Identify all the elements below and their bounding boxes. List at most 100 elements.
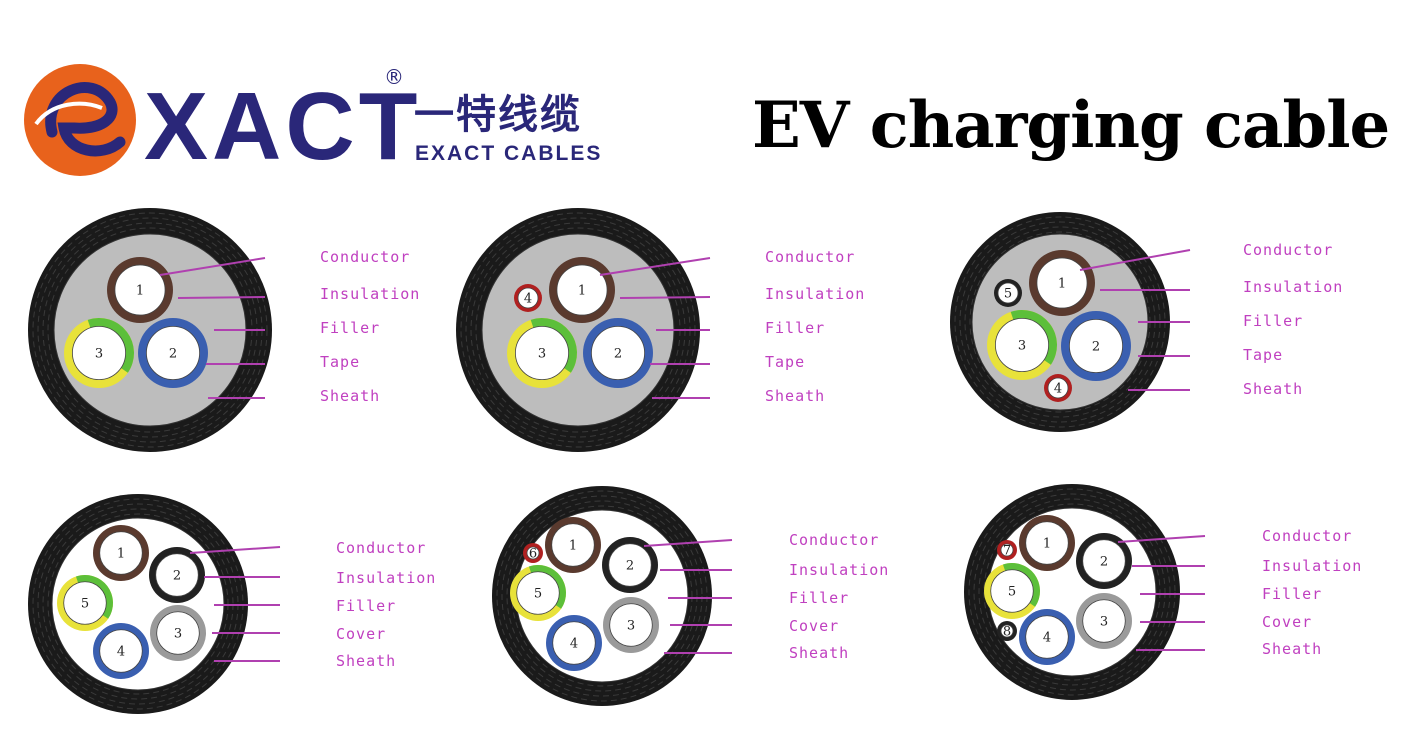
core-insulation [994, 279, 1022, 307]
core-conductor [997, 282, 1019, 304]
core: 7 [997, 540, 1017, 560]
core-insulation [93, 623, 149, 679]
layer-label: Conductor [1243, 241, 1333, 259]
core-conductor [609, 603, 653, 647]
core: 4 [93, 623, 149, 679]
core: 3 [150, 605, 206, 661]
core: 3 [1076, 593, 1132, 649]
core-number: 2 [626, 559, 634, 574]
core-number: 5 [534, 587, 542, 602]
core-insulation [514, 284, 542, 312]
core: 5 [510, 565, 566, 621]
sheath-texture [954, 216, 1166, 428]
core-conductor [99, 629, 143, 673]
sheath-texture [959, 221, 1161, 423]
core-number: 1 [578, 284, 586, 299]
core-number: 2 [614, 347, 622, 362]
core-number: 8 [1003, 625, 1011, 640]
core-insulation [57, 575, 113, 631]
core-insulation [546, 615, 602, 671]
sheath-texture [501, 495, 703, 697]
layer-label: Sheath [1262, 640, 1322, 658]
core-insulation [1061, 311, 1131, 381]
sheath-ring [950, 212, 1170, 432]
core-conductor [1082, 599, 1126, 643]
cable-diagram: 1234578ConductorInsulationFillerCoverShe… [964, 484, 1361, 700]
layer-label: Tape [320, 353, 360, 371]
core-insulation [549, 257, 615, 323]
core: 2 [602, 537, 658, 593]
filler-area [971, 233, 1149, 411]
core: 2 [1076, 533, 1132, 589]
layer-label: Cover [336, 625, 386, 643]
core-insulation [510, 565, 566, 621]
core: 2 [583, 318, 653, 388]
core-insulation [583, 318, 653, 388]
core-conductor [99, 531, 143, 575]
sheath-texture [37, 217, 263, 443]
core-number: 1 [117, 547, 125, 562]
core-conductor [552, 621, 596, 665]
leader-line [189, 546, 281, 554]
core-insulation [523, 543, 543, 563]
sheath-texture [32, 212, 268, 448]
core-insulation-stripe [530, 318, 577, 373]
core-insulation [987, 310, 1057, 380]
leader-line [1079, 249, 1191, 271]
logo-e-stroke [34, 101, 103, 126]
sheath-texture [32, 498, 244, 710]
core-insulation [1044, 374, 1072, 402]
core-conductor [1082, 539, 1126, 583]
sheath-texture [470, 222, 686, 438]
leader-line [1117, 535, 1206, 543]
core: 8 [997, 621, 1017, 641]
core-number: 3 [1100, 615, 1108, 630]
filler-area [515, 509, 689, 683]
core-number: 6 [529, 547, 537, 562]
core-number: 5 [1004, 287, 1012, 302]
core-insulation [545, 517, 601, 573]
core-conductor [515, 325, 570, 380]
core-conductor [995, 317, 1050, 372]
header: XACT ® 一特线缆 EXACT CABLES EV charging cab… [0, 0, 1417, 200]
core-insulation [1029, 250, 1095, 316]
layer-label: Filler [1243, 312, 1303, 330]
exact-logo-icon: XACT ® 一特线缆 EXACT CABLES [24, 64, 602, 180]
sheath-texture [496, 490, 708, 702]
layer-label: Filler [336, 597, 396, 615]
sheath-texture [37, 503, 239, 705]
filler-area [51, 517, 225, 691]
registered-mark: ® [384, 65, 404, 89]
core: 1 [107, 257, 173, 323]
core-conductor [556, 264, 608, 316]
core-insulation [150, 605, 206, 661]
core: 5 [994, 279, 1022, 307]
core-number: 1 [1058, 277, 1066, 292]
core-insulation [64, 318, 134, 388]
core-number: 4 [117, 645, 125, 660]
core: 4 [1019, 609, 1075, 665]
core-insulation-stripe [87, 318, 134, 373]
core-number: 2 [1092, 340, 1100, 355]
logo-english-name: EXACT CABLES [415, 142, 602, 165]
core-conductor [1025, 521, 1069, 565]
core-conductor [516, 571, 560, 615]
core: 2 [138, 318, 208, 388]
layer-label: Sheath [320, 387, 380, 405]
sheath-texture [460, 212, 696, 448]
layer-label: Tape [765, 353, 805, 371]
core: 3 [507, 318, 577, 388]
layer-label: Cover [789, 617, 839, 635]
core-conductor [608, 543, 652, 587]
core: 4 [514, 284, 542, 312]
core: 5 [57, 575, 114, 631]
core: 1 [93, 525, 149, 581]
core-number: 3 [174, 627, 182, 642]
core-conductor [145, 325, 200, 380]
layer-label: Tape [1243, 346, 1283, 364]
core: 5 [984, 563, 1040, 619]
core-insulation-stripe [75, 575, 114, 619]
core-conductor [990, 569, 1034, 613]
